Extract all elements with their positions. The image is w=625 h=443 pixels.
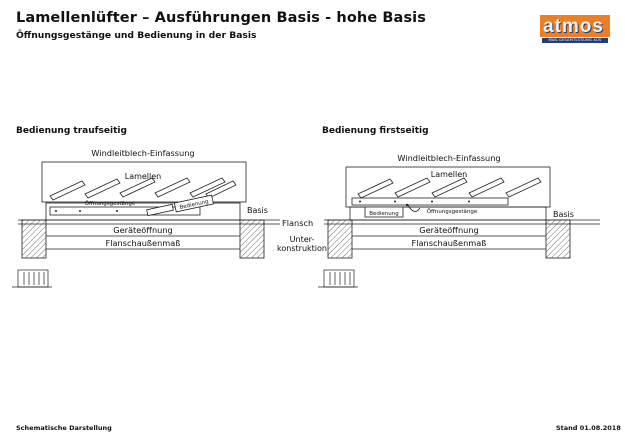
logo-tagline: RWA-GESAMTLÖSUNG AUS EINER HAND — [542, 38, 608, 43]
right-bedienung-actuator — [364, 206, 404, 218]
right-unterkonstruktion-left — [327, 219, 353, 259]
right-geraeteoeffnung-label: Geräteöffnung — [419, 225, 478, 235]
left-basis-frame — [45, 202, 241, 221]
footer-left: Schematische Darstellung — [16, 424, 112, 432]
rod-pin — [116, 210, 118, 212]
right-flanschaussenmass-label: Flanschaußenmaß — [412, 238, 487, 248]
rod-pin — [79, 210, 81, 212]
lamelle — [505, 177, 542, 198]
lamelle — [84, 178, 121, 199]
left-oeffnungsgestaenge-label: Öffnungsgestänge — [85, 200, 136, 207]
left-mini-icon — [12, 269, 52, 288]
left-unterkonstruktion-left — [21, 219, 47, 259]
left-geraeteoeffnung-label: Geräteöffnung — [113, 225, 172, 235]
footer-right: Stand 01.08.2018 — [556, 424, 621, 432]
logo-box — [540, 15, 610, 37]
left-bedienung-rod — [146, 203, 174, 217]
rod-pin — [55, 210, 57, 212]
left-oeffnungsgestaenge-bar — [49, 206, 201, 216]
center-labels: Flansch Unter- konstruktion — [277, 218, 327, 253]
left-lamellen — [49, 177, 237, 201]
right-oeffnungsgestaenge-label: Öffnungsgestänge — [427, 208, 478, 215]
left-bedienung-actuator — [173, 194, 214, 213]
lamelle — [357, 178, 394, 199]
rod-pin — [359, 200, 361, 203]
lamelle — [468, 177, 505, 198]
right-upper-rod — [351, 197, 509, 206]
atmos-logo: atmos RWA-GESAMTLÖSUNG AUS EINER HAND — [540, 15, 610, 45]
right-basis-label: Basis — [553, 210, 574, 219]
rod-pin — [468, 200, 470, 203]
right-bedienung-label: Bedienung — [369, 211, 399, 217]
right-unterkonstruktion-right — [545, 219, 571, 259]
right-linkage — [407, 204, 421, 212]
lamelle — [119, 177, 156, 198]
left-diagram: Windleitblech-Einfassung Lamellen Öffnun… — [12, 148, 280, 288]
left-windleitblech-frame — [41, 161, 247, 203]
left-flanschaussenmass-label: Flanschaußenmaß — [106, 238, 181, 248]
page-subtitle: Öffnungsgestänge und Bedienung in der Ba… — [16, 30, 257, 41]
lamelle — [154, 177, 191, 198]
linkage-pin — [405, 203, 409, 207]
lamelle — [49, 180, 86, 201]
page-title: Lamellenlüfter – Ausführungen Basis - ho… — [16, 10, 426, 26]
logo-text: atmos — [543, 16, 604, 37]
left-diagram-heading: Bedienung traufseitig — [16, 126, 127, 136]
unterkonstruktion-label-1: Unter- — [290, 235, 315, 244]
rod-pin — [394, 200, 396, 203]
right-diagram: Windleitblech-Einfassung Lamellen Bedien… — [318, 153, 600, 288]
left-basis-label: Basis — [247, 206, 268, 215]
right-mini-icon — [318, 269, 358, 288]
flansch-label: Flansch — [282, 218, 313, 228]
lamelle — [431, 177, 468, 198]
rod-pin — [431, 200, 433, 203]
lamelle — [189, 177, 226, 198]
right-windleitblech-label: Windleitblech-Einfassung — [397, 153, 500, 163]
right-lamellen-label: Lamellen — [431, 170, 468, 179]
left-lamellen-label: Lamellen — [125, 172, 162, 181]
unterkonstruktion-label-2: konstruktion — [277, 244, 327, 253]
left-windleitblech-label: Windleitblech-Einfassung — [91, 148, 194, 158]
left-unterkonstruktion-right — [239, 219, 265, 259]
lamelle — [394, 177, 431, 198]
right-diagram-heading: Bedienung firstseitig — [322, 126, 429, 136]
right-lamellen — [357, 177, 542, 199]
